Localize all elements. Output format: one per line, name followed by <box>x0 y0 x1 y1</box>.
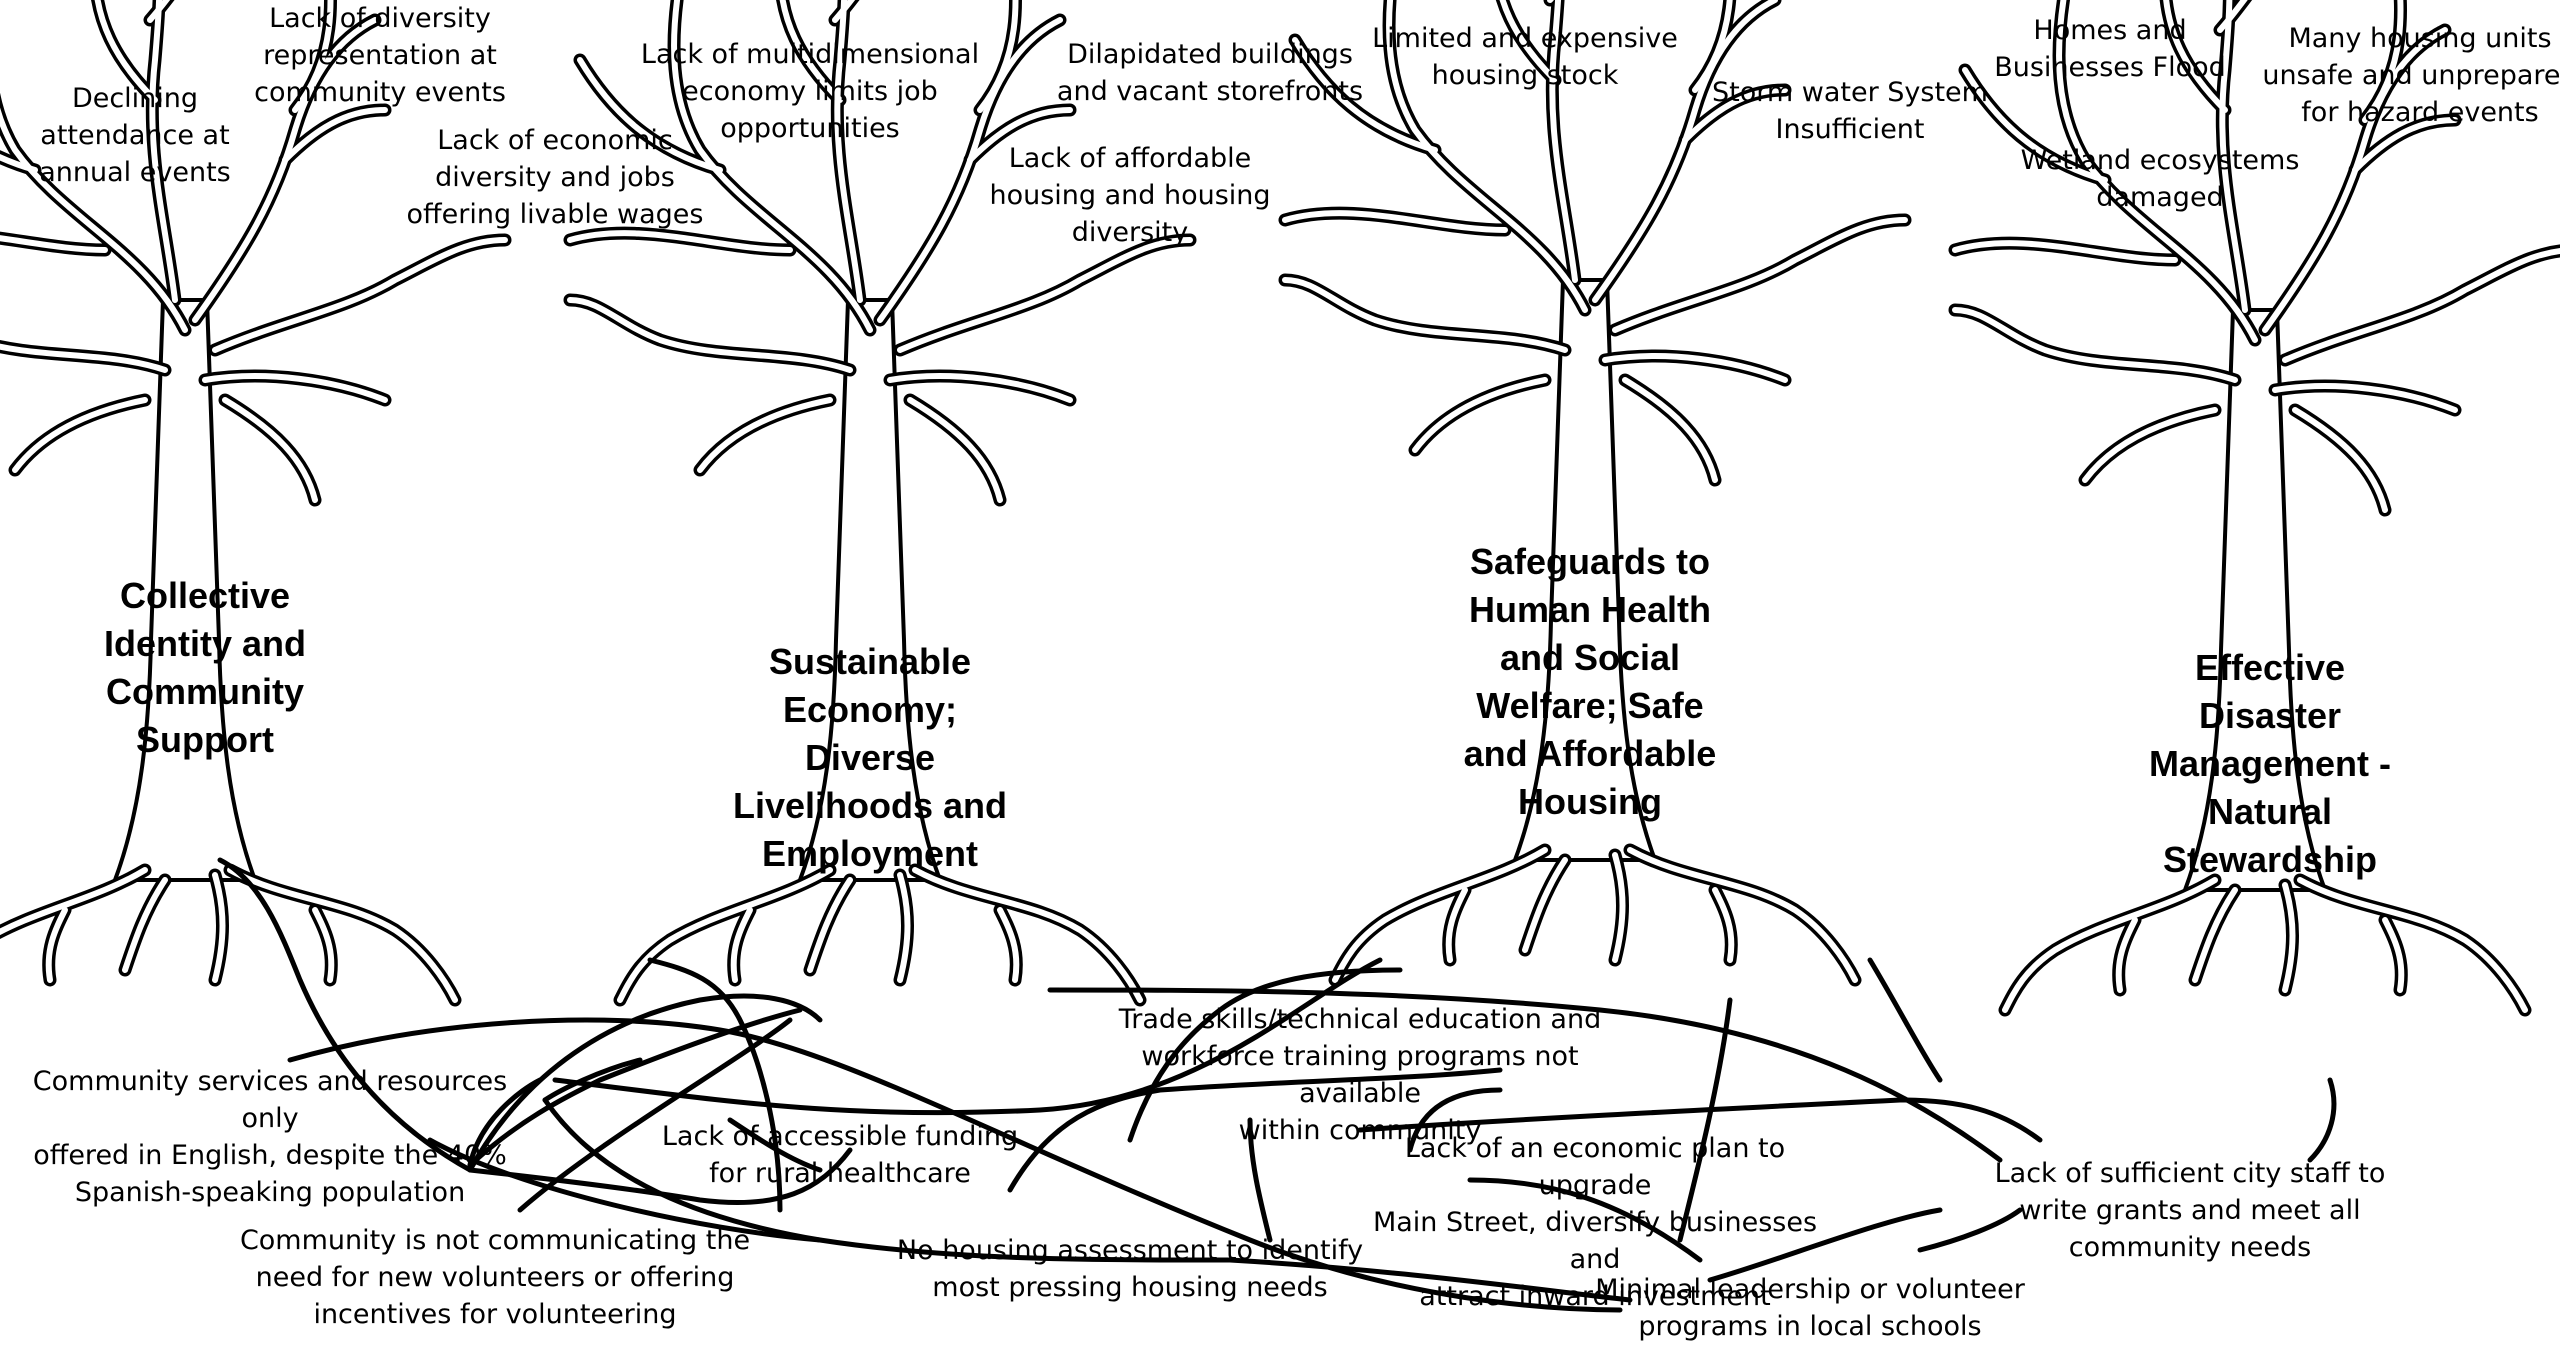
branch-label-declining-attendance: Declining attendance at annual events <box>39 83 231 188</box>
root-connectors <box>217 857 2337 1313</box>
branch-label-diversity-representation: Lack of diversity representation at comm… <box>254 3 506 108</box>
root-label-english-only-services: Community services and resources only of… <box>32 1066 508 1208</box>
branch-label-economic-diversity-jobs: Lack of economic diversity and jobs offe… <box>406 125 704 230</box>
branch-label-limited-housing-stock: Limited and expensive housing stock <box>1372 23 1678 91</box>
root-label-volunteer-communication: Community is not communicating the need … <box>239 1225 751 1330</box>
root-label-economic-plan-main-street: Lack of an economic plan to upgrade Main… <box>1372 1133 1818 1312</box>
root-label-housing-assessment: No housing assessment to identify most p… <box>896 1235 1364 1303</box>
branch-label-affordable-housing: Lack of affordable housing and housing d… <box>989 143 1271 248</box>
branch-label-homes-flood: Homes and Businesses Flood <box>1994 15 2226 83</box>
branch-label-wetland-damaged: Wetland ecosystems damaged <box>2020 145 2300 213</box>
branch-label-multidimensional-economy: Lack of multidimensional economy limits … <box>640 39 980 144</box>
tree-title-disaster-management: Effective Disaster Management - Natural … <box>2148 647 2392 880</box>
tree-title-collective-identity: Collective Identity and Community Suppor… <box>103 575 306 760</box>
branch-label-housing-units-unsafe: Many housing units unsafe and unprepared… <box>2262 23 2560 128</box>
tree-title-sustainable-economy: Sustainable Economy; Diverse Livelihoods… <box>732 641 1008 874</box>
root-label-leadership-programs: Minimal leadership or volunteer programs… <box>1595 1274 2025 1342</box>
branch-label-dilapidated-buildings: Dilapidated buildings and vacant storefr… <box>1056 39 1364 107</box>
root-label-rural-healthcare-funding: Lack of accessible funding for rural hea… <box>661 1121 1019 1189</box>
tree-title-safeguards-health-housing: Safeguards to Human Health and Social We… <box>1463 541 1717 822</box>
root-label-city-staff: Lack of sufficient city staff to write g… <box>1994 1158 2386 1263</box>
branch-label-storm-water: Storm water System Insufficient <box>1712 77 1988 145</box>
root-label-trade-skills-education: Trade skills/technical education and wor… <box>1118 1004 1602 1146</box>
